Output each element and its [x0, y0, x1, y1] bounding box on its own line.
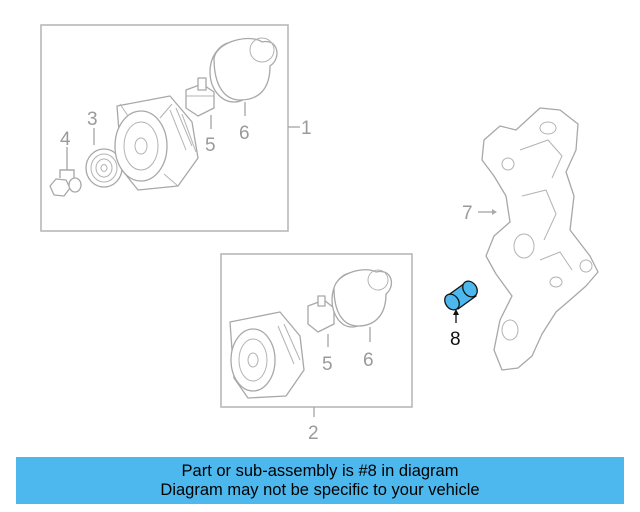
- callout-6b[interactable]: 6: [363, 350, 374, 371]
- cover-part[interactable]: [209, 37, 278, 103]
- regulator-part[interactable]: [185, 77, 215, 117]
- callout-3[interactable]: 3: [87, 109, 98, 130]
- assembly-1-box: [40, 24, 289, 232]
- callout-1[interactable]: 1: [301, 118, 312, 139]
- banner-line-2: Diagram may not be specific to your vehi…: [160, 480, 480, 499]
- alternator-part[interactable]: [114, 95, 199, 191]
- assembly-2-group: 2 5 6: [220, 253, 413, 444]
- regulator-2-part[interactable]: [307, 295, 335, 333]
- assembly-2-box: [220, 253, 413, 408]
- sleeve-part-highlighted[interactable]: [442, 278, 481, 312]
- callout-7-arrow: [492, 209, 497, 215]
- callout-6a[interactable]: 6: [239, 123, 250, 144]
- alternator-2-part[interactable]: [229, 311, 305, 399]
- info-banner: Part or sub-assembly is #8 in diagram Di…: [16, 457, 624, 504]
- callout-4-bracket: [59, 169, 75, 178]
- cover-2-part[interactable]: [331, 269, 393, 328]
- banner-line-1: Part or sub-assembly is #8 in diagram: [181, 461, 459, 480]
- mounting-bracket-part[interactable]: [481, 107, 599, 371]
- assembly-1-group: 1 4 3: [40, 24, 312, 232]
- callout-8[interactable]: 8: [450, 329, 461, 350]
- callout-5b[interactable]: 5: [322, 354, 333, 375]
- callout-4[interactable]: 4: [60, 129, 71, 150]
- callout-7[interactable]: 7: [462, 203, 473, 224]
- nut-part[interactable]: [49, 177, 82, 197]
- callout-5a[interactable]: 5: [205, 135, 216, 156]
- callout-2[interactable]: 2: [308, 423, 319, 444]
- callout-8-arrow: [453, 309, 459, 315]
